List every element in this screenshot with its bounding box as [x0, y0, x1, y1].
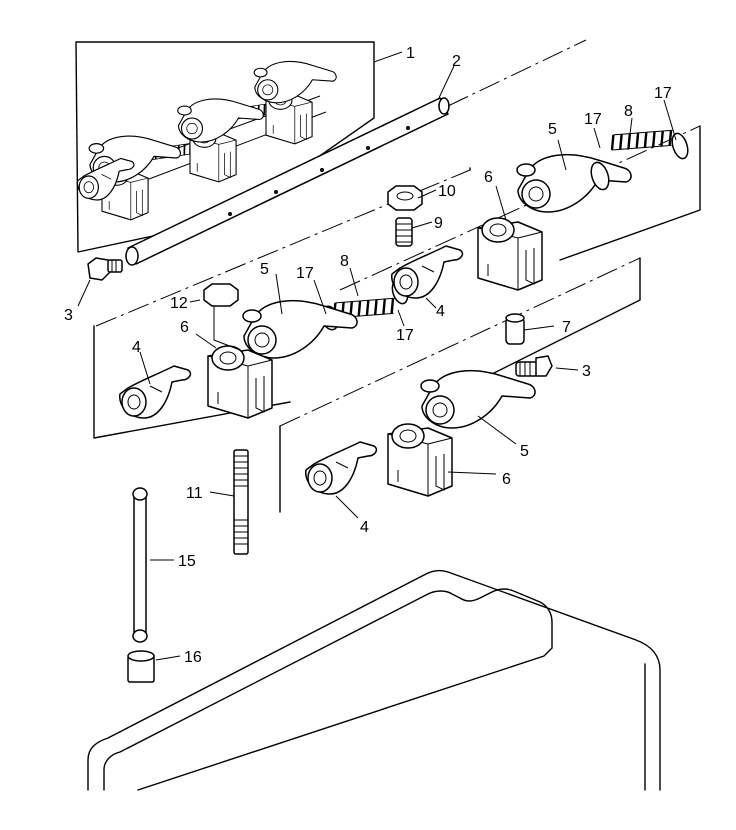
stud-guide-line — [213, 306, 241, 351]
leader-lines — [77, 51, 677, 661]
stud-11 — [233, 449, 249, 555]
callout-3-left: 3 — [64, 307, 73, 324]
pedestal-upper — [477, 217, 543, 291]
callout-6-lower: 6 — [502, 471, 511, 488]
callout-5-lower: 5 — [520, 443, 529, 460]
upper-frame — [279, 125, 701, 513]
callout-1: 1 — [406, 45, 415, 62]
washer-upper-b — [671, 132, 689, 160]
callout-17-a: 17 — [584, 111, 602, 128]
push-rod-15 — [132, 487, 148, 643]
callout-8-middle: 8 — [340, 253, 349, 270]
callout-2: 2 — [452, 53, 461, 70]
bolt-3-right — [515, 355, 553, 377]
dowel-7 — [505, 313, 525, 345]
upper-centre-line — [339, 125, 701, 291]
callout-3-right: 3 — [582, 363, 591, 380]
callout-6-middle: 6 — [180, 319, 189, 336]
washer-upper-a — [590, 161, 610, 191]
callout-17-d: 17 — [396, 327, 414, 344]
callout-17-c: 17 — [296, 265, 314, 282]
middle-centre-line — [95, 169, 471, 327]
callout-4-lower: 4 — [360, 519, 369, 536]
callout-16: 16 — [184, 649, 202, 666]
callout-6-upper: 6 — [484, 169, 493, 186]
rocker-arm-middle — [242, 299, 358, 359]
nut-12 — [203, 283, 239, 307]
lower-frame — [479, 257, 641, 381]
callout-11: 11 — [186, 485, 203, 502]
callout-4-middle: 4 — [436, 303, 445, 320]
rocker-shaft — [125, 97, 450, 266]
bolt-3-left — [87, 257, 123, 281]
callout-12: 12 — [170, 295, 188, 312]
adjuster-screw-9 — [395, 217, 413, 247]
cylinder-head — [87, 569, 661, 791]
nut-10 — [387, 185, 423, 211]
callout-17-b: 17 — [654, 85, 672, 102]
shaft-centre-line — [447, 39, 587, 107]
callout-8-upper: 8 — [624, 103, 633, 120]
rocker-fork-lower — [305, 441, 378, 495]
callout-15: 15 — [178, 553, 196, 570]
rocker-arm-upper — [516, 153, 632, 213]
callout-9: 9 — [434, 215, 443, 232]
rocker-fork-middle — [391, 245, 464, 299]
callout-5-middle: 5 — [260, 261, 269, 278]
spring-upper — [606, 115, 679, 165]
pedestal-lower — [387, 423, 453, 497]
callout-4-left: 4 — [132, 339, 141, 356]
tappet-16 — [127, 650, 155, 683]
lower-centre-line — [279, 257, 641, 427]
rocker-arm-lower — [420, 369, 536, 429]
callout-5-upper: 5 — [548, 121, 557, 138]
pedestal-middle — [207, 345, 273, 419]
rocker-fork-left — [119, 365, 192, 419]
callout-labels: 1 2 3 3 4 4 4 5 5 5 6 6 6 7 8 8 9 10 11 … — [64, 45, 672, 666]
callout-10: 10 — [438, 183, 456, 200]
callout-7: 7 — [562, 319, 571, 336]
